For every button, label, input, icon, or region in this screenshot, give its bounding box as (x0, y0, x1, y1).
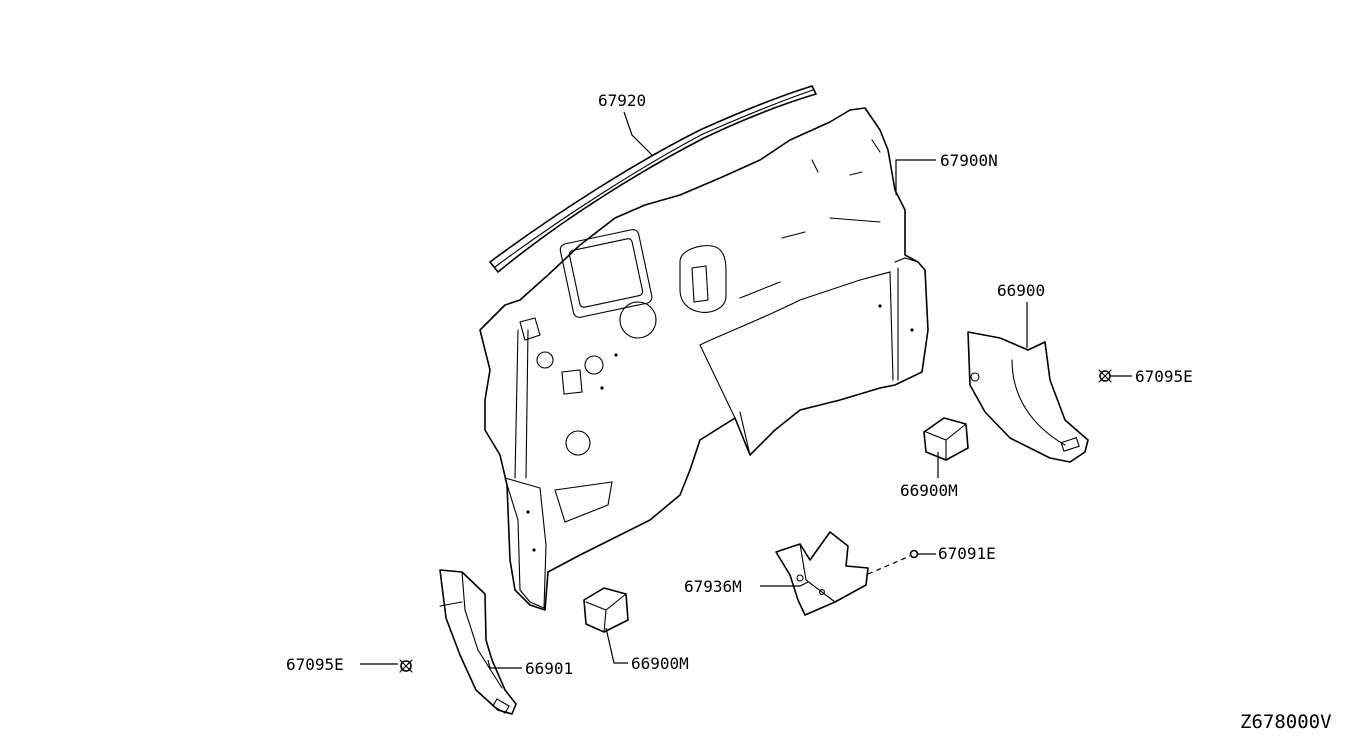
callout-67936M: 67936M (684, 577, 742, 596)
part-66901-kick-panel-left[interactable] (439, 569, 517, 715)
callout-66901: 66901 (525, 659, 573, 678)
callout-66900M-right: 66900M (900, 481, 958, 500)
part-67095E-clip-right[interactable] (1098, 369, 1112, 383)
leader-lines (360, 111, 1132, 669)
callout-66900M-left: 66900M (631, 654, 689, 673)
callout-67091E: 67091E (938, 544, 996, 563)
part-66900-kick-panel-right[interactable] (967, 331, 1089, 463)
part-67920-strip[interactable] (489, 85, 817, 273)
part-67936M-bracket[interactable] (775, 531, 869, 616)
callout-67920: 67920 (598, 91, 646, 110)
drawing-id: Z678000V (1240, 711, 1332, 733)
part-67900N-dash-insulator[interactable] (479, 107, 929, 611)
callout-67095E-left: 67095E (286, 655, 344, 674)
part-66900M-pad-left[interactable] (583, 587, 629, 633)
callout-66900: 66900 (997, 281, 1045, 300)
part-66900M-pad-right[interactable] (923, 417, 969, 461)
part-67095E-clip-left[interactable] (399, 659, 413, 673)
callout-67900N: 67900N (940, 151, 998, 170)
part-67091E-clip[interactable] (867, 549, 919, 575)
callout-67095E-right: 67095E (1135, 367, 1193, 386)
